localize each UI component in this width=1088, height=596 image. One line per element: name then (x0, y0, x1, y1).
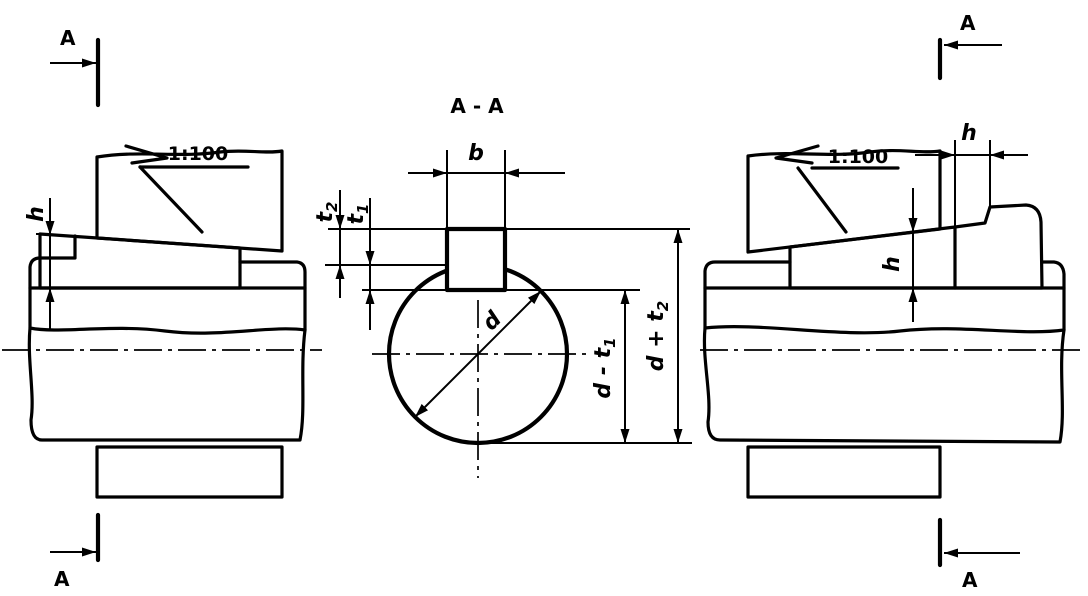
gib-head-width-dimension: h (915, 121, 1028, 227)
key-width-dimension: b (408, 141, 565, 229)
section-mark-bottom-left: A (50, 512, 101, 591)
left-hub-lower (95, 445, 284, 499)
d-plus-t2-subscript: 2 (654, 301, 672, 311)
left-taper-ratio: 1:100 (168, 143, 228, 165)
section-title: A - A (450, 94, 504, 118)
d-minus-t1-label: d - t1 (591, 337, 619, 398)
taper-leader (138, 165, 204, 234)
gib-head-width-label: h (961, 121, 977, 146)
t1-label: t1 (344, 204, 372, 225)
taper-symbol-icon (124, 144, 169, 165)
section-mark-letter: A (60, 26, 76, 50)
key-cross-section (444, 226, 508, 293)
diameter-line (414, 290, 542, 418)
right-hub-lower (746, 445, 942, 499)
taper-symbol-icon (774, 144, 820, 165)
left-taper-annotation: 1:100 (124, 143, 250, 234)
d-minus-t1-base: d - t (591, 346, 616, 398)
d-minus-t1-subscript: 1 (601, 337, 619, 347)
d-minus-t1-dimension: d - t1 (591, 290, 630, 443)
left-key-end-lines (38, 234, 77, 260)
t1-base: t (344, 212, 369, 224)
right-key-height-dimension: h (880, 188, 918, 322)
d-plus-t2-dimension: d + t2 (644, 229, 683, 443)
diameter-label: d (478, 307, 507, 336)
section-mark-letter: A (54, 567, 70, 591)
section-mark-letter: A (962, 568, 978, 592)
left-shaft-top (238, 260, 307, 290)
right-taper-annotation: 1:100 (774, 144, 900, 234)
left-hub-upper (95, 149, 284, 253)
left-view: A A h (2, 26, 322, 591)
t1-dimension: t1 (344, 198, 375, 330)
right-shaft-body (702, 326, 1066, 444)
right-key-height-label: h (880, 256, 905, 272)
t2-subscript: 2 (323, 202, 341, 212)
gib-head-key (788, 203, 1044, 290)
key-width-label: b (468, 141, 484, 166)
key-section-background (447, 229, 505, 290)
t2-base: t (313, 210, 338, 222)
right-shaft-section-stripe (703, 286, 1066, 335)
right-taper-ratio: 1:100 (828, 146, 888, 168)
left-shaft-body (27, 326, 307, 442)
left-shaft-section-stripe (28, 286, 307, 335)
right-view: A A h (700, 11, 1086, 592)
section-mark-letter: A (960, 11, 976, 35)
left-shaft-end (28, 256, 42, 290)
t1-subscript: 1 (354, 204, 372, 214)
left-key-height-label: h (24, 206, 49, 222)
right-shaft-top-right (1040, 260, 1066, 290)
d-plus-t2-label: d + t2 (644, 301, 672, 371)
section-mark-bottom-right: A (937, 517, 1020, 592)
section-view: A - A b t2 (313, 94, 692, 478)
t2-label: t2 (313, 202, 341, 223)
left-key-height-dimension: h (24, 198, 55, 330)
section-mark-top-left: A (50, 26, 101, 108)
right-shaft-top-left (703, 260, 792, 290)
taper-leader (796, 166, 848, 234)
d-plus-t2-base: d + t (644, 310, 669, 372)
t2-dimension: t2 (313, 190, 345, 298)
section-mark-top-right: A (937, 11, 1002, 81)
